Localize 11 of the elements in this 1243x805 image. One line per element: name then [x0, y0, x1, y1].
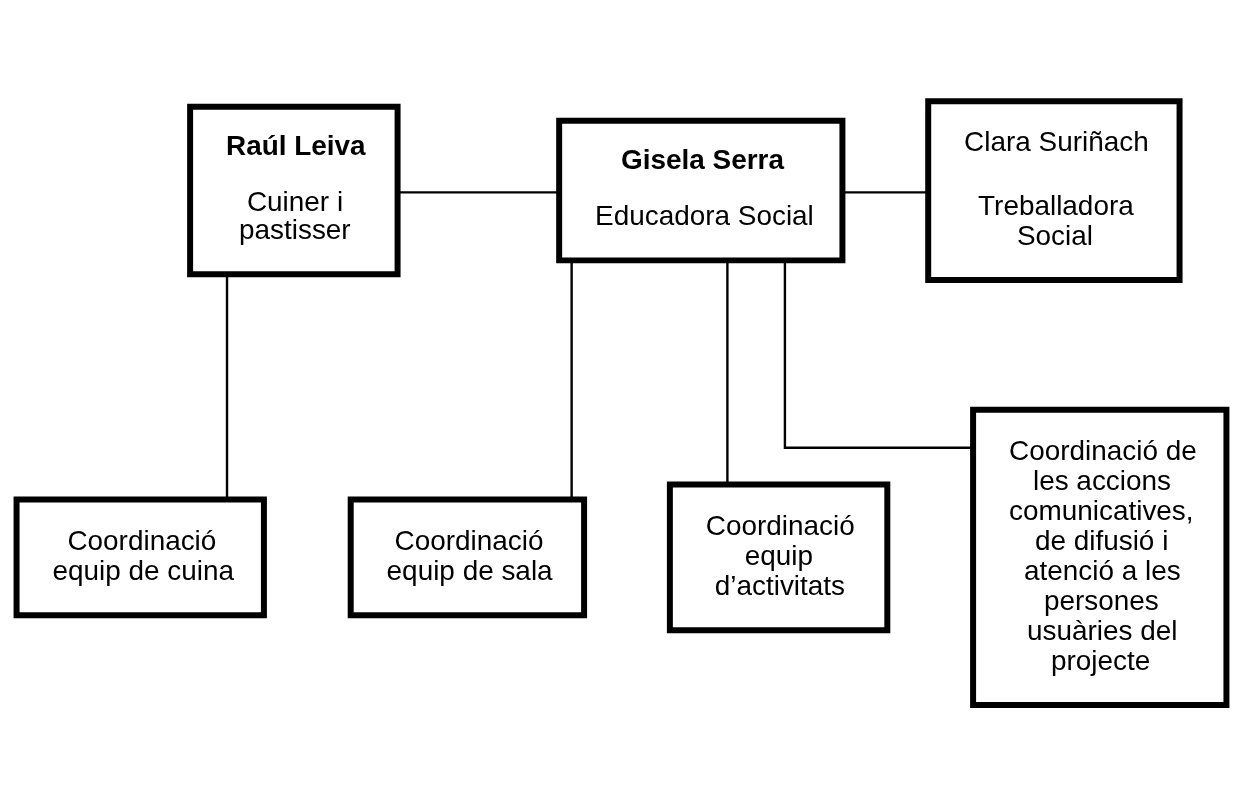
connector — [225, 274, 229, 499]
connector — [842, 190, 929, 194]
node-box: Clara Suriñach Treballadora Social — [925, 97, 1183, 283]
node-box: Gisela Serra Educadora Social — [556, 117, 846, 263]
node-box: Coordinació equip d’activitats — [666, 481, 891, 633]
node-box: Coordinació equip de sala — [347, 496, 588, 618]
connector — [397, 190, 559, 194]
node-box: Coordinació de les accions comunicatives, de difusió i atenció a les persones usuàries del projecte — [970, 406, 1230, 708]
node-box: Coordinació equip de cuina — [13, 496, 267, 618]
connector — [783, 260, 973, 449]
node-box: Raúl Leiva Cuiner i pastisser — [187, 103, 401, 277]
